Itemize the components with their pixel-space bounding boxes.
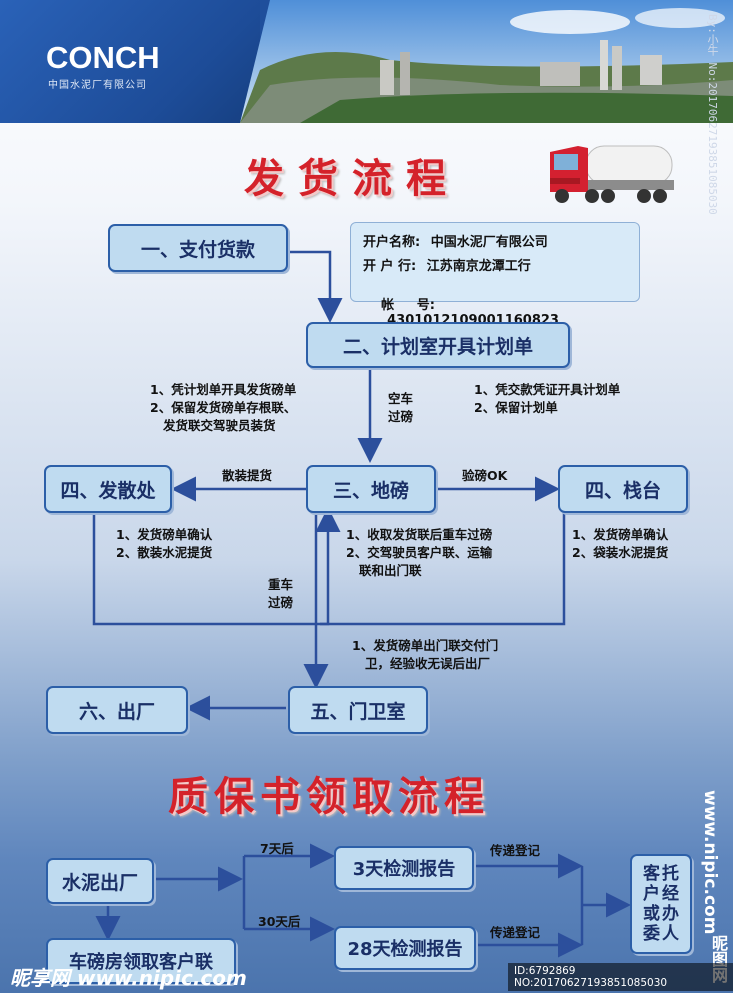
note-bulk: 1、发货磅单确认 2、散装水泥提货 [116, 526, 212, 562]
step-exit: 六、出厂 [46, 686, 188, 734]
company-logo: CONCH [46, 40, 160, 75]
note-gate: 1、发货磅单出门联交付门 卫，经验收无误后出厂 [352, 637, 498, 673]
label-deliver-register-1: 传递登记 [490, 843, 541, 858]
target-char: 托 [662, 864, 679, 884]
step-loading-platform: 四、栈台 [558, 465, 688, 513]
target-char: 客 [643, 864, 660, 884]
note-weighbridge: 1、收取发货联后重车过磅 2、交驾驶员客户联、运输 联和出门联 [346, 526, 492, 580]
note-line: 卫，经验收无误后出厂 [352, 656, 491, 671]
step-gatehouse: 五、门卫室 [288, 686, 428, 734]
note-line: 1、发货磅单确认 [572, 527, 669, 542]
label-deliver-register-2: 传递登记 [490, 925, 541, 940]
step-pay: 一、支付货款 [108, 224, 288, 272]
watermark-site: www.nipic.com [700, 790, 720, 935]
note-bagged: 1、发货磅单确认 2、袋装水泥提货 [572, 526, 668, 562]
qa-28day-report: 28天检测报告 [334, 926, 476, 970]
truck-illustration [550, 145, 674, 203]
note-line: 2、散装水泥提货 [116, 545, 213, 560]
note-line: 1、凭交款凭证开具计划单 [474, 382, 621, 397]
note-line: 过磅 [388, 409, 414, 424]
qa-3day-report: 3天检测报告 [334, 846, 474, 890]
account-name-value: 中国水泥厂有限公司 [430, 235, 548, 250]
bank-value: 江苏南京龙潭工行 [426, 259, 531, 274]
label-after-30-days: 30天后 [258, 914, 301, 929]
account-name-label: 开户名称: [363, 235, 421, 250]
qa-cement-exit: 水泥出厂 [46, 858, 154, 904]
note-line: 2、保留计划单 [474, 400, 558, 415]
label-verify-ok: 验磅OK [462, 468, 508, 483]
target-char: 办 [662, 904, 679, 924]
note-line: 1、收取发货联后重车过磅 [346, 527, 493, 542]
note-line: 联和出门联 [346, 563, 422, 578]
note-line: 1、发货磅单确认 [116, 527, 213, 542]
qa-claim-customer-copy: 车磅房领取客户联 [46, 938, 236, 984]
target-char: 经 [662, 884, 679, 904]
company-name: 中国水泥厂有限公司 [48, 80, 147, 91]
note-line: 空车 [388, 391, 414, 406]
label-bulk-pickup: 散装提货 [222, 468, 273, 483]
qa-customer-or-agent: 客 户 或 委 托 经 办 人 [630, 854, 692, 954]
bank-label: 开 户 行: [363, 259, 417, 274]
note-line: 1、凭计划单开具发货磅单 [150, 382, 297, 397]
note-heavy-truck: 重车 过磅 [268, 576, 293, 612]
note-line: 2、保留发货磅单存根联、 [150, 400, 297, 415]
target-char: 或 [643, 904, 660, 924]
note-empty-truck: 空车 过磅 [388, 390, 413, 426]
note-line: 1、发货磅单出门联交付门 [352, 638, 499, 653]
watermark-logo: 昵享网 www.nipic.com [10, 966, 247, 990]
section-title-quality-cert: 质保书领取流程 [168, 774, 490, 820]
note-line: 2、袋装水泥提货 [572, 545, 669, 560]
label-after-7-days: 7天后 [260, 841, 294, 856]
page-title: 发货流程 [244, 156, 460, 202]
logo-panel [0, 0, 260, 123]
watermark-vertical-id: By:小牛 No:20170627193851085030 [706, 14, 719, 215]
step-bulk-dispatch: 四、发散处 [44, 465, 172, 513]
target-char: 户 [643, 884, 660, 904]
note-line: 重车 [268, 577, 294, 592]
note-line: 2、交驾驶员客户联、运输 [346, 545, 493, 560]
note-plan-right: 1、凭交款凭证开具计划单 2、保留计划单 [474, 381, 620, 417]
watermark-id-bar: ID:6792869 NO:20170627193851085030 [508, 963, 733, 991]
note-plan-left: 1、凭计划单开具发货磅单 2、保留发货磅单存根联、 发货联交驾驶员装货 [150, 381, 296, 435]
factory-photo [240, 0, 733, 123]
bank-account-panel: 开户名称: 中国水泥厂有限公司 开 户 行: 江苏南京龙潭工行 帐 号: 430… [350, 222, 640, 328]
account-number-label: 帐 号: [381, 298, 435, 313]
target-char: 委 [643, 924, 660, 944]
step-planning-office: 二、计划室开具计划单 [306, 322, 570, 368]
note-line: 发货联交驾驶员装货 [150, 418, 276, 433]
step-weighbridge: 三、地磅 [306, 465, 436, 513]
note-line: 过磅 [268, 595, 294, 610]
target-char: 人 [662, 924, 679, 944]
